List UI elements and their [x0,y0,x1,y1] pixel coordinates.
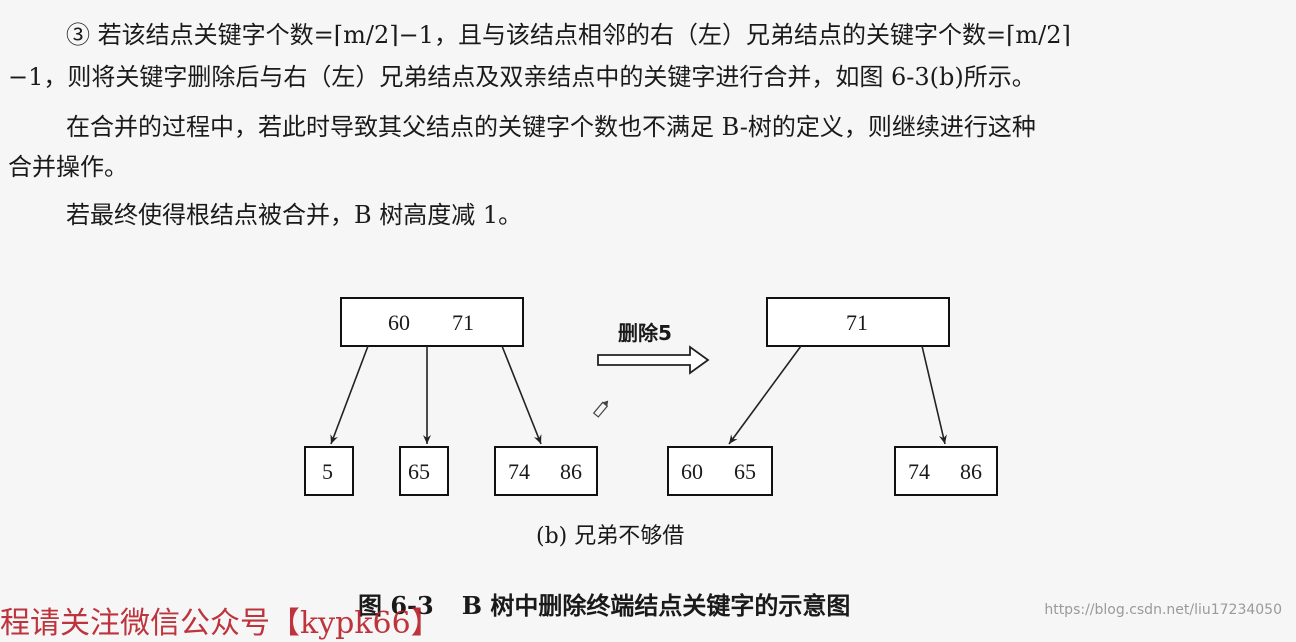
before-child-node-2 [399,446,449,496]
watermark-blog-url: https://blog.csdn.net/liu17234050 [1044,602,1282,618]
after-child-1-key-1: 60 [681,459,703,484]
after-child-node-1 [667,446,773,496]
after-child-1-key-2: 65 [734,459,756,484]
before-child-node-1 [304,446,354,496]
before-root-node [340,297,524,347]
after-edge-right [921,345,947,445]
before-child-1-key: 5 [322,459,333,484]
before-edge-right [501,345,542,445]
paragraph-merge-process: 在合并的过程中，若此时导致其父结点的关键字个数也不满足 B-树的定义，则继续进行… [66,113,1036,141]
figure-caption: 图 6-3 B 树中删除终端结点关键字的示意图 [358,586,850,621]
before-root-key-1: 60 [388,310,410,335]
paragraph-root-merge: 若最终使得根结点被合并，B 树高度减 1。 [66,201,523,229]
before-child-2-key: 65 [408,459,430,484]
after-root-key-1: 71 [846,310,868,335]
after-child-2-key-2: 86 [960,459,982,484]
paragraph-case-3-cont: −1，则将关键字删除后与右（左）兄弟结点及双亲结点中的关键字进行合并，如图 6-… [8,63,1036,91]
watermark-wechat: 程请关注微信公众号【kypk66】 [0,606,441,641]
after-child-2-key-1: 74 [908,459,930,484]
figure-number: 图 6-3 [358,591,434,620]
paragraph-merge-process-cont: 合并操作。 [8,153,128,181]
delete-operation-label: 删除5 [618,321,672,345]
before-child-3-key-1: 74 [508,459,530,484]
figure-title: B 树中删除终端结点关键字的示意图 [461,591,851,620]
after-tree: 71 60 65 74 86 [667,297,998,496]
after-root-node [766,297,950,347]
after-edge-left [728,345,802,445]
pencil-icon [592,400,609,418]
hollow-arrow-icon [597,345,710,375]
before-tree: 60 71 5 65 74 86 [304,297,598,496]
paragraph-case-3: ③ 若该结点关键字个数=⌈m/2⌉−1，且与该结点相邻的右（左）兄弟结点的关键字… [66,21,1071,49]
before-edge-left [330,345,369,445]
before-child-3-key-2: 86 [560,459,582,484]
diagram-subcaption: (b) 兄弟不够借 [536,524,685,549]
delete-operation-arrow: 删除5 [597,321,710,375]
before-root-key-2: 71 [452,310,474,335]
after-child-node-2 [894,446,998,496]
before-child-node-3 [494,446,598,496]
